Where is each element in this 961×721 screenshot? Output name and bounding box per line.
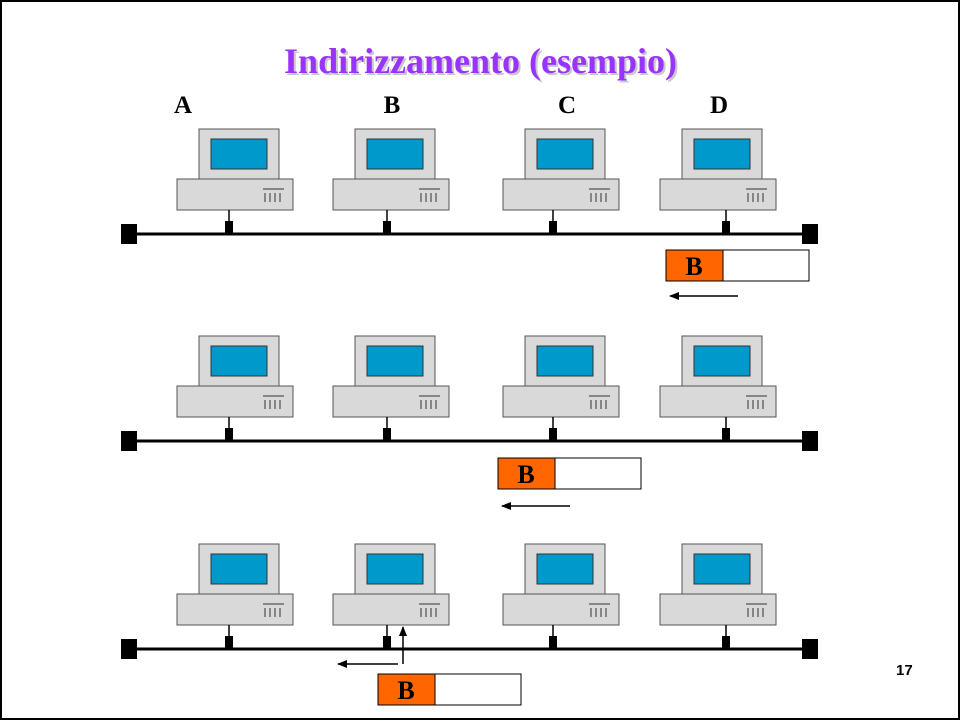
computer-icon-a — [176, 128, 294, 211]
tap-connector-c — [549, 221, 557, 234]
terminator-icon — [121, 224, 137, 244]
frame-header — [665, 249, 724, 282]
computer-icon-a — [176, 335, 294, 418]
computer-icon-b — [332, 335, 450, 418]
slide-title: Indirizzamento (esempio) — [284, 41, 677, 81]
computer-icon-b — [332, 128, 450, 211]
frame-destination-label: B — [397, 676, 414, 705]
tap-connector-a — [225, 636, 233, 649]
computer-icon-c — [502, 128, 620, 211]
tap-connector-a — [225, 428, 233, 441]
frame-header — [377, 673, 436, 706]
computer-icon-a — [176, 543, 294, 626]
tap-connector-d — [722, 221, 730, 234]
host-label-b: B — [383, 92, 401, 119]
computer-icon-c — [502, 543, 620, 626]
tap-connector-d — [722, 428, 730, 441]
computer-icon-d — [659, 128, 777, 211]
tap-connector-b — [383, 636, 391, 649]
computer-icon-c — [502, 335, 620, 418]
page-number: 17 — [896, 662, 913, 679]
tap-connector-d — [722, 636, 730, 649]
host-label-a: A — [173, 92, 193, 119]
computer-icon-d — [659, 543, 777, 626]
host-label-d: D — [709, 92, 729, 119]
tap-connector-b — [383, 428, 391, 441]
terminator-icon — [802, 224, 818, 244]
tap-connector-c — [549, 428, 557, 441]
frame-destination-label: B — [517, 460, 534, 489]
computer-icon-d — [659, 335, 777, 418]
terminator-icon — [121, 431, 137, 451]
tap-connector-c — [549, 636, 557, 649]
tap-connector-b — [383, 221, 391, 234]
frame-destination-label: B — [685, 252, 702, 281]
frame-header — [497, 457, 556, 490]
host-label-c: C — [557, 92, 577, 119]
computer-icon-b — [332, 543, 450, 626]
terminator-icon — [121, 639, 137, 659]
terminator-icon — [802, 431, 818, 451]
tap-connector-a — [225, 221, 233, 234]
terminator-icon — [802, 639, 818, 659]
